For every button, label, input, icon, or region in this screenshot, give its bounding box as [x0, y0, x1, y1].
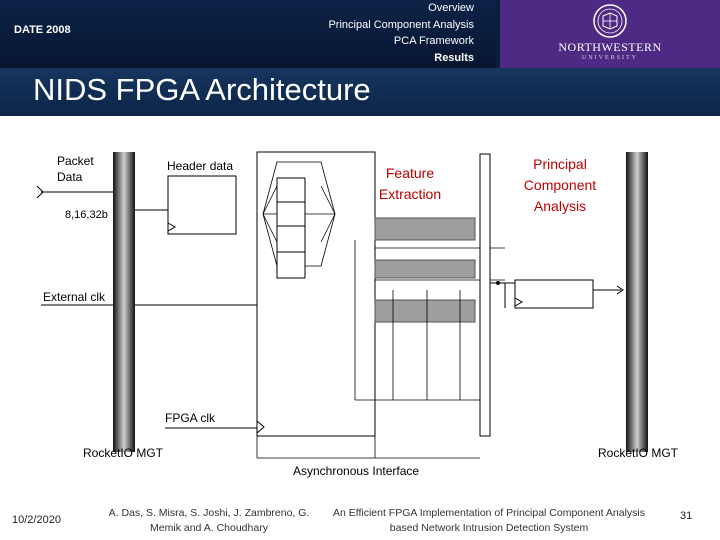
footer-date: 10/2/2020 — [12, 514, 61, 526]
feature-block-2 — [374, 259, 476, 279]
pca-output-register — [514, 279, 594, 309]
logo-wordmark: NORTHWESTERN — [558, 40, 662, 54]
fpga-architecture-diagram: Packet Data 8,16,32b Header data Externa… — [36, 151, 679, 478]
slide-number: 31 — [680, 510, 693, 522]
university-logo: NORTHWESTERN UNIVERSITY — [548, 2, 672, 66]
register-stack — [276, 177, 306, 279]
vertical-bus — [479, 153, 491, 437]
nav-item-results[interactable]: Results — [434, 51, 474, 64]
header-data-register — [167, 175, 237, 235]
footer-authors: A. Das, S. Misra, S. Joshi, J. Zambreno,… — [100, 506, 318, 536]
footer-paper-line-2: based Network Intrusion Detection System — [389, 522, 589, 534]
rocketio-mgt-right — [626, 152, 648, 452]
async-interface-label: Asynchronous Interface — [293, 464, 419, 478]
pca-line-2: Component — [523, 177, 597, 193]
title-bar — [0, 68, 720, 116]
section-nav: Overview Principal Component Analysis PC… — [328, 0, 474, 66]
nav-item-pca[interactable]: Principal Component Analysis — [328, 18, 474, 31]
feature-extraction-line-1: Feature — [385, 165, 435, 181]
rocketio-left-label: RocketIO MGT — [83, 446, 164, 460]
feature-block-1 — [374, 217, 476, 241]
conference-date-label: DATE 2008 — [14, 24, 71, 36]
logo-subtitle: UNIVERSITY — [582, 55, 638, 61]
footer-paper-line-1: An Efficient FPGA Implementation of Prin… — [332, 507, 646, 519]
header-logo-panel — [500, 0, 720, 68]
slide-title: NIDS FPGA Architecture — [33, 72, 371, 107]
pca-annotation: Principal Component Analysis — [505, 154, 615, 217]
packet-data-label-1: Packet — [57, 154, 94, 168]
pca-line-3: Analysis — [533, 198, 587, 214]
feature-extraction-line-2: Extraction — [378, 186, 442, 202]
rocketio-mgt-left — [113, 152, 135, 452]
footer-authors-line-1: A. Das, S. Misra, S. Joshi, J. Zambreno,… — [108, 507, 310, 519]
header-left-panel — [0, 0, 496, 68]
university-seal-icon — [593, 4, 627, 38]
fpga-clk-label: FPGA clk — [165, 411, 216, 425]
external-clk-label: External clk — [43, 290, 106, 304]
feature-block-3 — [374, 299, 476, 323]
pca-line-1: Principal — [533, 156, 587, 172]
header-data-label: Header data — [167, 159, 233, 173]
footer-paper-title: An Efficient FPGA Implementation of Prin… — [320, 506, 658, 536]
feature-extraction-annotation: Feature Extraction — [360, 163, 460, 205]
footer-authors-line-2: Memik and A. Choudhary — [150, 522, 268, 534]
nav-item-overview[interactable]: Overview — [428, 2, 474, 14]
nav-item-pca-framework[interactable]: PCA Framework — [393, 35, 474, 47]
packet-data-label-2: Data — [57, 170, 83, 184]
async-interface-block — [256, 151, 376, 437]
rocketio-right-label: RocketIO MGT — [598, 446, 679, 460]
bus-width-label: 8,16,32b — [65, 209, 108, 221]
